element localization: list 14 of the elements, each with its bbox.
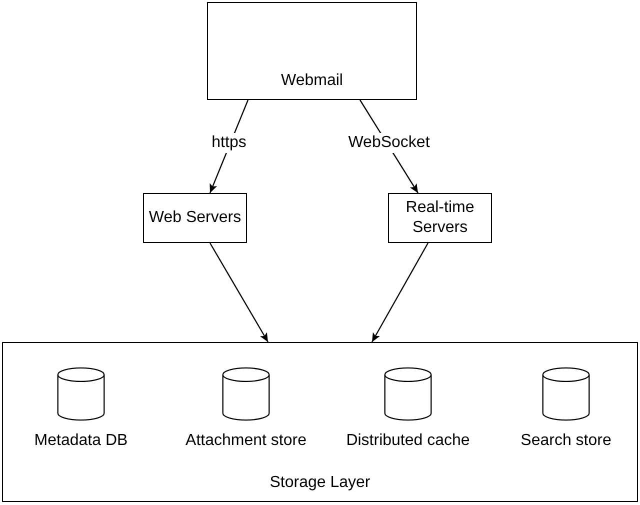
process-box	[143, 193, 247, 243]
layer-box	[2, 342, 638, 502]
box-label: Storage Layer	[270, 473, 370, 493]
box-label: Web Servers	[148, 208, 242, 228]
database-label: Distributed cache	[346, 431, 470, 451]
database-label: Metadata DB	[34, 431, 128, 451]
database-label: Attachment store	[186, 431, 306, 451]
box-label: Webmail	[281, 71, 343, 91]
box-label: Real-time Servers	[404, 198, 476, 238]
process-box	[207, 2, 417, 100]
database-label: Search store	[520, 431, 612, 451]
process-box	[388, 193, 492, 243]
arrow	[371, 242, 429, 342]
arrow	[209, 242, 269, 342]
